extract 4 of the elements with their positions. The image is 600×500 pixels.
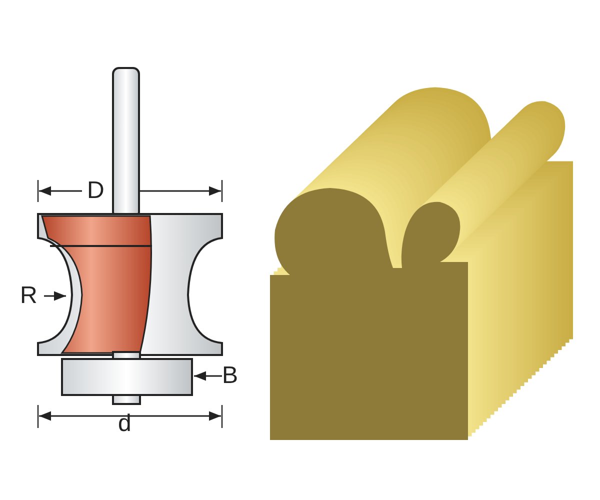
dimension-label: D [87,179,104,203]
dimension-label: R [20,284,38,308]
dimension-label: B [222,364,238,388]
dimension-label: d [118,412,132,436]
